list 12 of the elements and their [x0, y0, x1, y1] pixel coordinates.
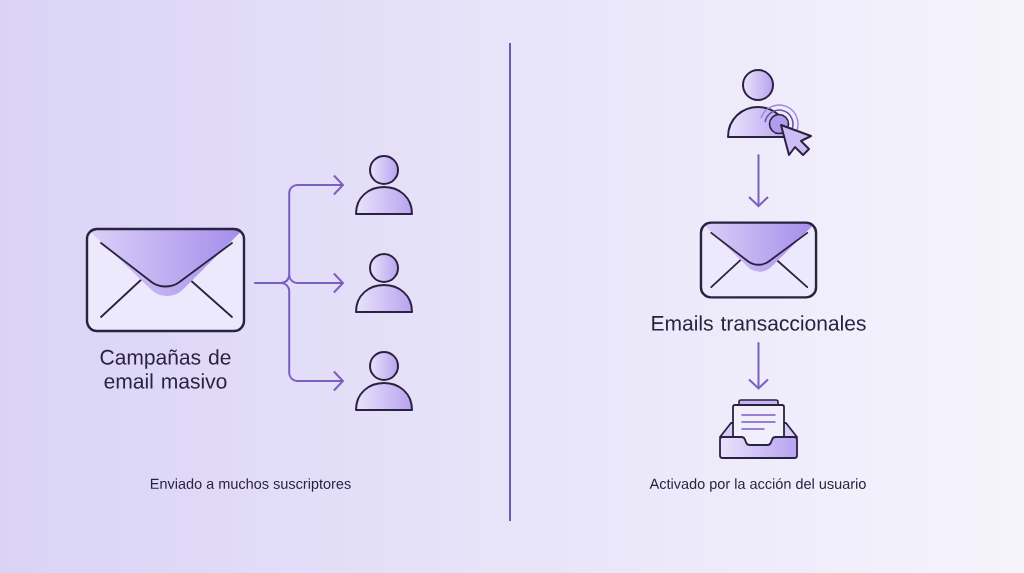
node-label: Campañas de email masivo — [100, 349, 231, 389]
caption-text: Activado por la acción del usuario — [649, 478, 866, 492]
caption-text: Enviado a muchos suscriptores — [150, 478, 351, 492]
user-click-icon — [727, 69, 812, 156]
arrow — [748, 154, 769, 208]
inbox-tray-icon — [719, 399, 798, 459]
arrow — [748, 341, 769, 390]
node-label: Emails transaccionales — [652, 315, 866, 331]
person-icon — [355, 155, 413, 215]
person-icon — [355, 351, 413, 411]
arrow — [254, 282, 345, 392]
person-icon — [355, 253, 413, 313]
